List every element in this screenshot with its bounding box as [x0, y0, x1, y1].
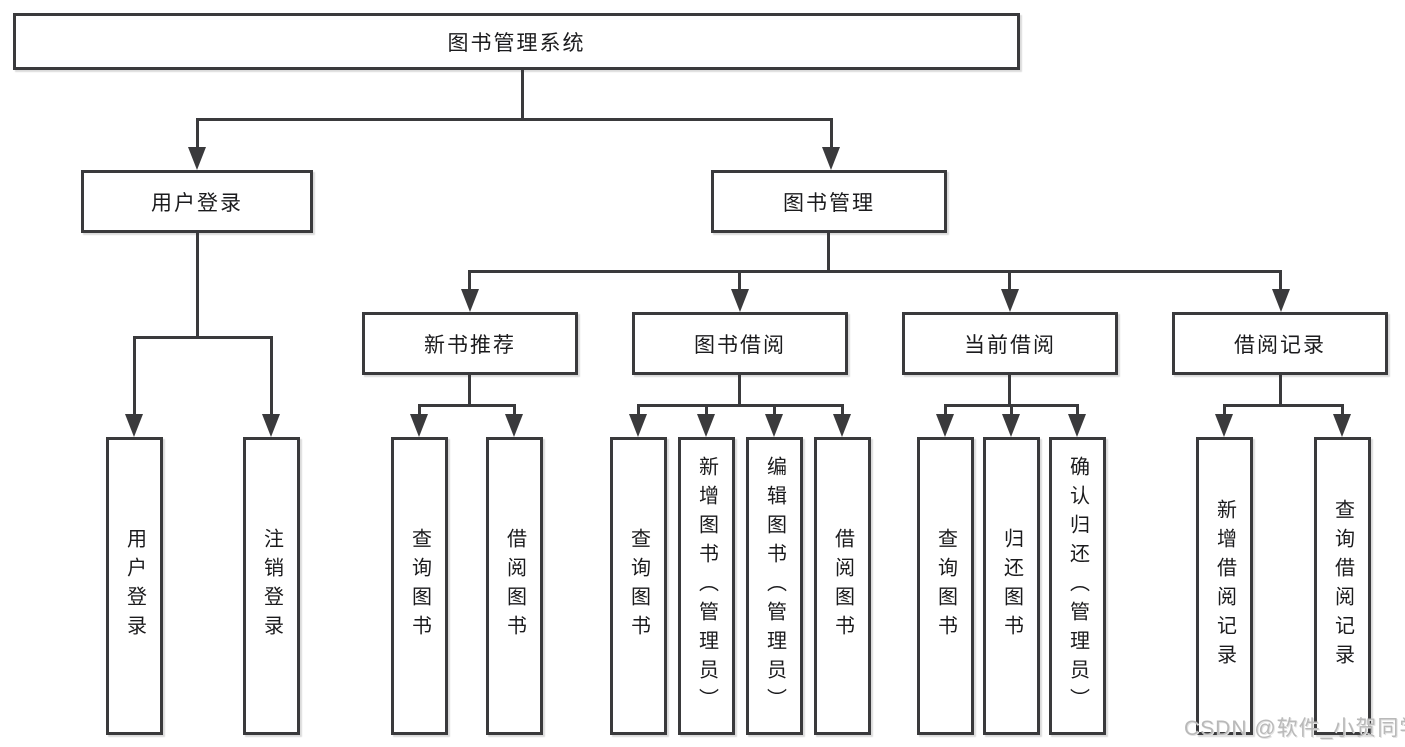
- arrowhead-leaf-rec-query: [410, 414, 428, 437]
- node-root-label: 图书管理系统: [447, 31, 586, 55]
- connector-mgmt-stem: [827, 233, 830, 272]
- arrowhead-leaf-logout: [262, 414, 280, 437]
- connector-leaf-cb-confirm-drop: [1076, 404, 1079, 420]
- csdn-watermark: CSDN @软件_小贺同学: [1184, 717, 1405, 740]
- leaf-logout-label: 注销登录: [260, 528, 283, 644]
- connector-leaf-br-add-drop: [1223, 404, 1226, 420]
- arrowhead-record: [1272, 289, 1290, 312]
- connector-current-stem: [1008, 375, 1011, 407]
- leaf-return-book-label: 归还图书: [1000, 528, 1023, 644]
- node-current-borrow: 当前借阅: [902, 312, 1118, 375]
- arrowhead-leaf-cb-confirm: [1068, 414, 1086, 437]
- connector-record-drop: [1279, 270, 1282, 295]
- connector-current-drop: [1008, 270, 1011, 295]
- connector-recommend-stem: [468, 375, 471, 407]
- leaf-return-book: 归还图书: [983, 437, 1040, 735]
- connector-leaf-cb-return-drop: [1010, 404, 1013, 420]
- node-book-borrow: 图书借阅: [632, 312, 848, 375]
- arrowhead-borrow: [731, 289, 749, 312]
- connector-borrow-leaf-branch: [637, 404, 844, 407]
- connector-book-mgmt-drop: [830, 118, 833, 152]
- connector-recommend-leaf-branch: [418, 404, 516, 407]
- leaf-borrow-query-book: 查询图书: [610, 437, 667, 735]
- connector-leaf-cb-query-drop: [944, 404, 947, 420]
- connector-user-login-drop: [196, 118, 199, 152]
- arrowhead-leaf-cb-query: [936, 414, 954, 437]
- leaf-current-query-book-label: 查询图书: [934, 528, 957, 644]
- arrowhead-leaf-bb-borrow: [833, 414, 851, 437]
- node-new-book-recommend: 新书推荐: [362, 312, 578, 375]
- connector-borrow-stem: [738, 375, 741, 407]
- leaf-recommend-borrow-book-label: 借阅图书: [503, 528, 526, 644]
- arrowhead-user-login: [188, 147, 206, 170]
- node-book-management-group: 图书管理: [711, 170, 947, 233]
- connector-record-leaf-branch: [1223, 404, 1344, 407]
- connector-leaf-bb-query-drop: [637, 404, 640, 420]
- connector-leaf-user-login-drop: [133, 336, 136, 420]
- arrowhead-leaf-bb-edit: [765, 414, 783, 437]
- leaf-confirm-return-admin-label: 确认归还（管理员）: [1066, 455, 1089, 717]
- leaf-recommend-borrow-book: 借阅图书: [486, 437, 543, 735]
- node-user-login-group-label: 用户登录: [151, 191, 243, 215]
- arrowhead-leaf-br-query: [1333, 414, 1351, 437]
- arrowhead-leaf-br-add: [1215, 414, 1233, 437]
- leaf-borrow-borrow-book: 借阅图书: [814, 437, 871, 735]
- connector-leaf-br-query-drop: [1341, 404, 1344, 420]
- arrowhead-leaf-user-login: [125, 414, 143, 437]
- arrowhead-leaf-bb-query: [629, 414, 647, 437]
- connector-leaf-rec-query-drop: [418, 404, 421, 420]
- leaf-confirm-return-admin: 确认归还（管理员）: [1049, 437, 1106, 735]
- connector-leaf-rec-borrow-drop: [513, 404, 516, 420]
- leaf-recommend-query-book: 查询图书: [391, 437, 448, 735]
- leaf-recommend-query-book-label: 查询图书: [408, 528, 431, 644]
- leaf-query-borrow-record-label: 查询借阅记录: [1331, 499, 1354, 673]
- connector-record-stem: [1279, 375, 1282, 407]
- connector-level2-branch: [196, 118, 833, 121]
- node-borrow-record: 借阅记录: [1172, 312, 1388, 375]
- leaf-add-book-admin: 新增图书（管理员）: [678, 437, 735, 735]
- node-root: 图书管理系统: [13, 13, 1020, 70]
- leaf-user-login-label: 用户登录: [123, 528, 146, 644]
- node-borrow-record-label: 借阅记录: [1234, 333, 1326, 357]
- arrowhead-leaf-bb-add: [697, 414, 715, 437]
- node-user-login-group: 用户登录: [81, 170, 313, 233]
- connector-leaf-bb-add-drop: [705, 404, 708, 420]
- leaf-edit-book-admin: 编辑图书（管理员）: [746, 437, 803, 735]
- leaf-add-book-admin-label: 新增图书（管理员）: [695, 455, 718, 717]
- leaf-logout: 注销登录: [243, 437, 300, 735]
- connector-leaf-logout-drop: [270, 336, 273, 420]
- node-new-book-recommend-label: 新书推荐: [424, 333, 516, 357]
- leaf-user-login: 用户登录: [106, 437, 163, 735]
- leaf-current-query-book: 查询图书: [917, 437, 974, 735]
- arrowhead-leaf-rec-borrow: [505, 414, 523, 437]
- connector-user-group-stem: [196, 233, 199, 339]
- leaf-borrow-borrow-book-label: 借阅图书: [831, 528, 854, 644]
- leaf-add-borrow-record-label: 新增借阅记录: [1213, 499, 1236, 673]
- connector-root-stem: [521, 70, 524, 120]
- node-book-management-group-label: 图书管理: [783, 191, 875, 215]
- node-book-borrow-label: 图书借阅: [694, 333, 786, 357]
- arrowhead-current: [1001, 289, 1019, 312]
- connector-level3-branch: [468, 270, 1282, 273]
- leaf-edit-book-admin-label: 编辑图书（管理员）: [763, 455, 786, 717]
- connector-leaf-bb-edit-drop: [773, 404, 776, 420]
- leaf-add-borrow-record: 新增借阅记录: [1196, 437, 1253, 735]
- node-current-borrow-label: 当前借阅: [964, 333, 1056, 357]
- connector-recommend-drop: [468, 270, 471, 295]
- connector-user-group-branch: [133, 336, 273, 339]
- arrowhead-recommend: [461, 289, 479, 312]
- arrowhead-book-mgmt: [822, 147, 840, 170]
- arrowhead-leaf-cb-return: [1002, 414, 1020, 437]
- leaf-query-borrow-record: 查询借阅记录: [1314, 437, 1371, 735]
- connector-borrow-drop: [738, 270, 741, 295]
- connector-leaf-bb-borrow-drop: [841, 404, 844, 420]
- leaf-borrow-query-book-label: 查询图书: [627, 528, 650, 644]
